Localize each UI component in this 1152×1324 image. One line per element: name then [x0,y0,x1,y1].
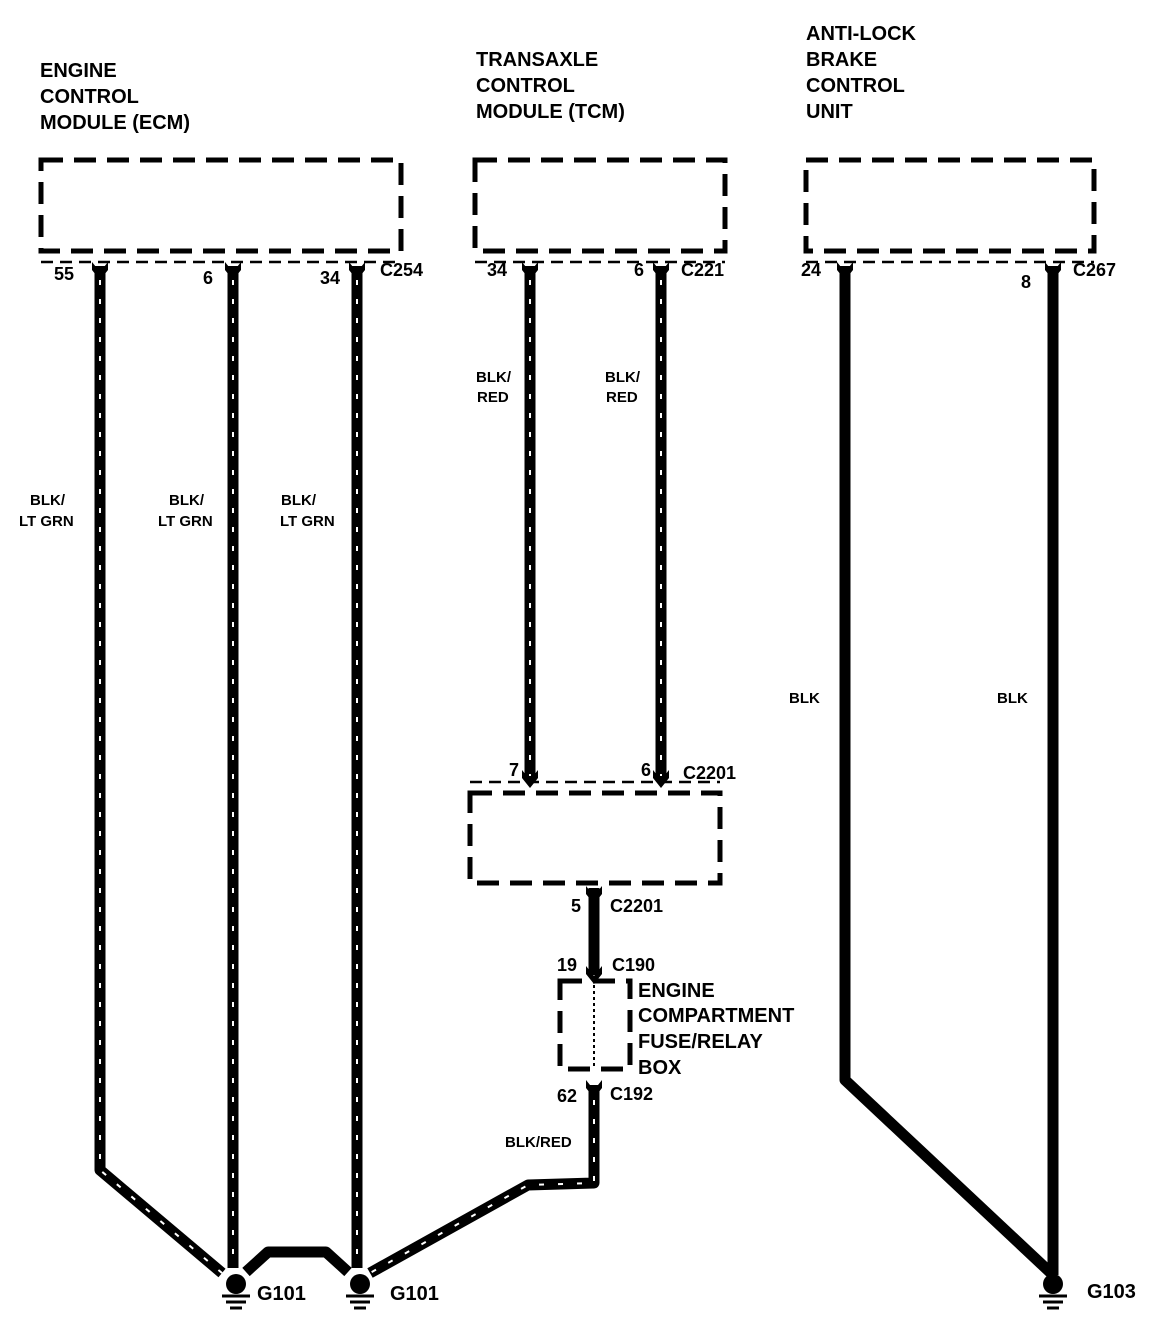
fuse-box-pin-19: 19 [557,955,577,975]
abs-connector-label: C267 [1073,260,1116,280]
abs-box [803,157,1097,254]
ground-symbol-icon [226,1274,246,1294]
abs-title-line1: ANTI-LOCK [806,23,917,45]
junction-pin-7: 7 [509,760,519,780]
fuse-box-title: ENGINE COMPARTMENT FUSE/RELAY BOX [638,980,794,1079]
wire-color-tcm-6-a: BLK/ [605,369,641,386]
fuse-box-title-line2: COMPARTMENT [638,1005,794,1027]
wire-fuse-to-g101 [367,1085,600,1278]
fuse-box-title-line3: FUSE/RELAY [638,1031,764,1053]
ecm-pin-55: 55 [54,264,74,284]
ground-label-g103: G103 [1087,1281,1136,1303]
wire-color-ecm-34-a: BLK/ [281,492,317,509]
tcm-pin-6: 6 [634,260,644,280]
wire-color-ecm-6-a: BLK/ [169,492,205,509]
abs-title-line2: BRAKE [806,49,877,71]
ecm-pin-6: 6 [203,268,213,288]
fuse-box-bottom-connector-label: C192 [610,1084,653,1104]
tcm-box [472,157,728,254]
ground-g101-left: G101 [222,1274,306,1310]
ground-label-g101-right: G101 [390,1283,439,1305]
wire-ecm-55 [94,266,226,1278]
ground-g101-right: G101 [346,1274,439,1310]
wire-color-fuse-out: BLK/RED [505,1134,572,1151]
junction-box [467,790,723,886]
wire-color-ecm-55-b: LT GRN [19,513,74,530]
ground-g103: G103 [1039,1274,1136,1310]
wire-color-tcm-6-b: RED [606,389,638,406]
junction-pin-5: 5 [571,896,581,916]
terminal-pins [92,262,1061,1098]
abs-pin-8: 8 [1021,272,1031,292]
fuse-box-pin-62: 62 [557,1086,577,1106]
junction-bottom-connector-label: C2201 [610,896,663,916]
ecm-title: ENGINE CONTROL MODULE (ECM) [40,60,190,134]
ecm-title-line2: CONTROL [40,86,139,108]
ground-symbol-icon [1043,1274,1063,1294]
tcm-title: TRANSAXLE CONTROL MODULE (TCM) [476,49,625,123]
ground-symbol-icon [350,1274,370,1294]
wire-g101-link [242,1246,352,1277]
fuse-box-title-line4: BOX [638,1057,682,1079]
abs-title-line4: UNIT [806,101,853,123]
fuse-box-title-line1: ENGINE [638,980,715,1002]
junction-top-connector-label: C2201 [683,763,736,783]
wire-color-ecm-34-b: LT GRN [280,513,335,530]
ecm-pin-34: 34 [320,268,340,288]
wire-color-tcm-34-a: BLK/ [476,369,512,386]
abs-title-line3: CONTROL [806,75,905,97]
wire-color-ecm-55-a: BLK/ [30,492,66,509]
junction-pin-6: 6 [641,760,651,780]
ground-label-g101-left: G101 [257,1283,306,1305]
ecm-title-line3: MODULE (ECM) [40,112,190,134]
ecm-connector-label: C254 [380,260,423,280]
ecm-box [38,157,404,254]
tcm-title-line2: CONTROL [476,75,575,97]
fuse-relay-box [557,978,633,1072]
abs-pin-24: 24 [801,260,821,280]
wire-abs-24 [839,266,1057,1280]
tcm-title-line3: MODULE (TCM) [476,101,625,123]
fuse-box-top-connector-label: C190 [612,955,655,975]
abs-title: ANTI-LOCK BRAKE CONTROL UNIT [806,23,917,123]
tcm-pin-34: 34 [487,260,507,280]
wire-color-abs-8: BLK [997,690,1028,707]
wire-color-tcm-34-b: RED [477,389,509,406]
tcm-connector-label: C221 [681,260,724,280]
ecm-title-line1: ENGINE [40,60,117,82]
wire-color-abs-24: BLK [789,690,820,707]
wire-color-ecm-6-b: LT GRN [158,513,213,530]
tcm-title-line1: TRANSAXLE [476,49,598,71]
